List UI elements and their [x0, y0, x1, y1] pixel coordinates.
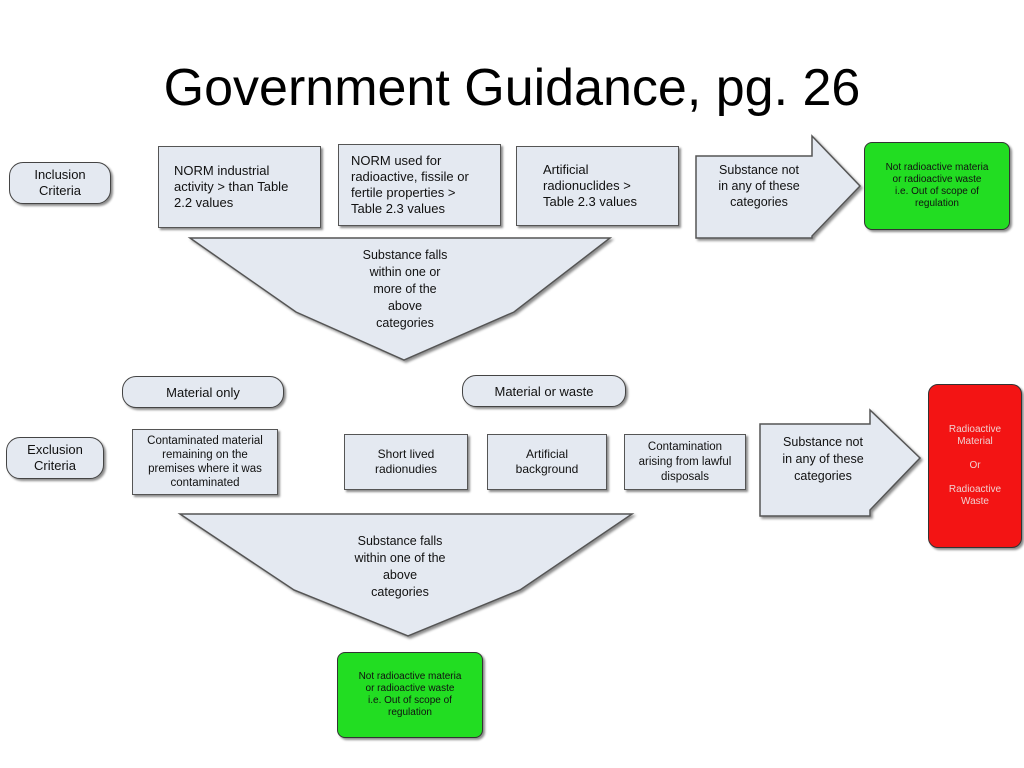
- norm-industrial-activity-box: NORM industrial activity > than Table 2.…: [158, 146, 321, 228]
- inclusion-criteria-label: Inclusion Criteria: [9, 162, 111, 204]
- exclusion-arrow-text: Substance not in any of these categories: [782, 435, 864, 483]
- inclusion-funnel-shape: [187, 237, 613, 361]
- exclusion-criteria-label: Exclusion Criteria: [6, 437, 104, 479]
- lawful-disposals-box: Contamination arising from lawful dispos…: [624, 434, 746, 490]
- artificial-background-box: Artificial background: [487, 434, 607, 490]
- short-lived-radionudies-box: Short lived radionudies: [344, 434, 468, 490]
- inclusion-out-of-scope-box: Not radioactive materia or radioactive w…: [864, 142, 1010, 230]
- exclusion-funnel-shape: [177, 513, 635, 637]
- material-or-waste-label: Material or waste: [462, 375, 626, 407]
- material-only-label: Material only: [122, 376, 284, 408]
- inclusion-funnel-text: Substance falls within one or more of th…: [362, 248, 448, 330]
- inclusion-arrow-text: Substance not in any of these categories: [718, 163, 800, 209]
- page-title: Government Guidance, pg. 26: [163, 59, 861, 117]
- exclusion-out-of-scope-box: Not radioactive materia or radioactive w…: [337, 652, 483, 738]
- artificial-radionuclides-box: Artificial radionuclides > Table 2.3 val…: [516, 146, 679, 226]
- inclusion-right-arrow-shape: [695, 134, 862, 239]
- contaminated-material-box: Contaminated material remaining on the p…: [132, 429, 278, 495]
- exclusion-funnel-text: Substance falls within one of the above …: [354, 534, 446, 599]
- exclusion-right-arrow-shape: [759, 408, 922, 517]
- radioactive-material-or-waste-box: Radioactive Material Or Radioactive Wast…: [928, 384, 1022, 548]
- norm-fissile-properties-box: NORM used for radioactive, fissile or fe…: [338, 144, 501, 226]
